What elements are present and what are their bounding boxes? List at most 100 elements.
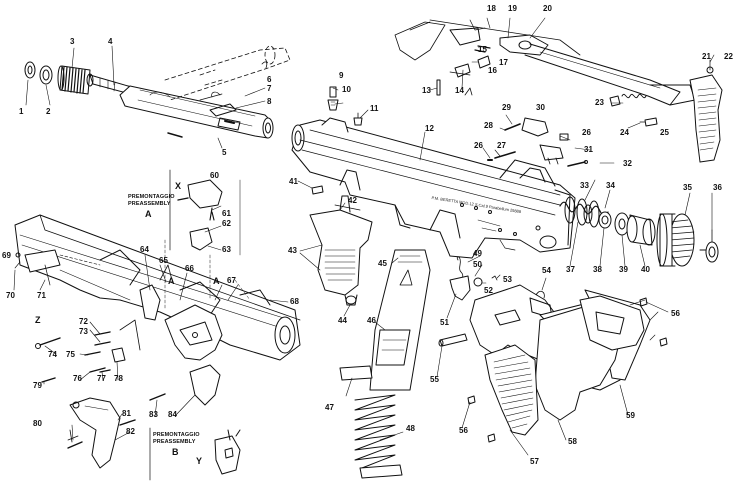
part-label: 18: [487, 4, 496, 13]
part-label: 60: [210, 171, 219, 180]
preassembly-a-title-en: PREASSEMBLY: [128, 201, 171, 207]
preassembly-b-letter: B: [172, 447, 179, 457]
part-label: 38: [593, 265, 602, 274]
part-label: 84: [168, 410, 177, 419]
trigger-group: [35, 179, 251, 475]
reference-letter-a: A: [168, 276, 175, 286]
part-label: 10: [342, 85, 351, 94]
part-label: 14: [455, 86, 464, 95]
part-label: 26: [474, 141, 483, 150]
part-label: 22: [724, 52, 733, 61]
reference-letter-a: A: [213, 276, 220, 286]
part-label: 1: [19, 107, 24, 116]
part-label: 19: [508, 4, 517, 13]
part-label: 7: [267, 84, 272, 93]
receiver-body: [291, 117, 576, 259]
part-label: 73: [79, 327, 88, 336]
part-label: 82: [126, 427, 135, 436]
part-label: 24: [620, 128, 629, 137]
part-label: 9: [339, 71, 344, 80]
part-label: 49: [473, 249, 482, 258]
reference-letter-z: Z: [35, 315, 41, 325]
part-label: 79: [33, 381, 42, 390]
part-label: 23: [595, 98, 604, 107]
reference-letter-x: X: [175, 181, 182, 191]
part-label: 67: [227, 276, 236, 285]
small-parts-9-11: [327, 86, 363, 126]
front-grip: [309, 185, 373, 306]
part-label: 78: [114, 374, 123, 383]
part-label: 43: [288, 246, 297, 255]
part-label: 32: [623, 159, 632, 168]
part-label: 34: [606, 181, 615, 190]
part-label: 53: [503, 275, 512, 284]
part-label: 11: [370, 104, 379, 113]
part-label: 15: [478, 45, 487, 54]
preassembly-a-letter: A: [145, 209, 152, 219]
part-label: 52: [484, 286, 493, 295]
part-label: 30: [536, 103, 545, 112]
part-label: 3: [70, 37, 75, 46]
part-label: 35: [683, 183, 692, 192]
part-label: 75: [66, 350, 75, 359]
part-label: 48: [406, 424, 415, 433]
part-label: 63: [222, 245, 231, 254]
part-label: 70: [6, 291, 15, 300]
bolt-group: [559, 196, 719, 267]
part-label: 69: [2, 251, 11, 260]
part-label: 28: [484, 121, 493, 130]
part-label: 76: [73, 374, 82, 383]
parts-23-25: [609, 93, 658, 127]
part-label: 80: [33, 419, 42, 428]
part-label: 13: [422, 86, 431, 95]
part-label: 5: [222, 148, 227, 157]
leader-lines: [13, 17, 715, 456]
preassembly-b-title-it: PREMONTAGGIO: [153, 432, 200, 438]
part-label: 71: [37, 291, 46, 300]
part-label: 58: [568, 437, 577, 446]
part-label: 8: [267, 97, 272, 106]
part-label: 72: [79, 317, 88, 326]
grip-frames: [467, 284, 668, 443]
part-label: 37: [566, 265, 575, 274]
folding-stock-group: [394, 19, 723, 163]
part-label: 17: [499, 58, 508, 67]
part-label: 25: [660, 128, 669, 137]
magazine-group: [339, 249, 431, 479]
part-label: 65: [159, 256, 168, 265]
part-label: 50: [473, 260, 482, 269]
part-label: 31: [584, 145, 593, 154]
part-label: 47: [325, 403, 334, 412]
part-label: 64: [140, 245, 149, 254]
part-label: 66: [185, 264, 194, 273]
part-label: 16: [488, 66, 497, 75]
part-label: 45: [378, 259, 387, 268]
part-label: 20: [543, 4, 552, 13]
part-label: 2: [46, 107, 51, 116]
part-label: 44: [338, 316, 347, 325]
part-label: 77: [97, 374, 106, 383]
parts-49-55: [438, 256, 545, 347]
part-label: 57: [530, 457, 539, 466]
part-label: 61: [222, 209, 231, 218]
part-label: 4: [108, 37, 113, 46]
part-label: 27: [497, 141, 506, 150]
part-label: 21: [702, 52, 711, 61]
part-label: 56: [671, 309, 680, 318]
parts-26-32: [487, 117, 615, 167]
part-label: 83: [149, 410, 158, 419]
part-label: 62: [222, 219, 231, 228]
part-label: 81: [122, 409, 131, 418]
part-label: 74: [48, 350, 57, 359]
part-label: 36: [713, 183, 722, 192]
part-label: 12: [425, 124, 434, 133]
part-label: 54: [542, 266, 551, 275]
preassembly-a-title-it: PREMONTAGGIO: [128, 194, 175, 200]
part-label: 51: [440, 318, 449, 327]
reference-letter-y: Y: [196, 456, 203, 466]
part-label: 40: [641, 265, 650, 274]
part-label: 33: [580, 181, 589, 190]
part-label: 26: [582, 128, 591, 137]
part-label: 55: [430, 375, 439, 384]
